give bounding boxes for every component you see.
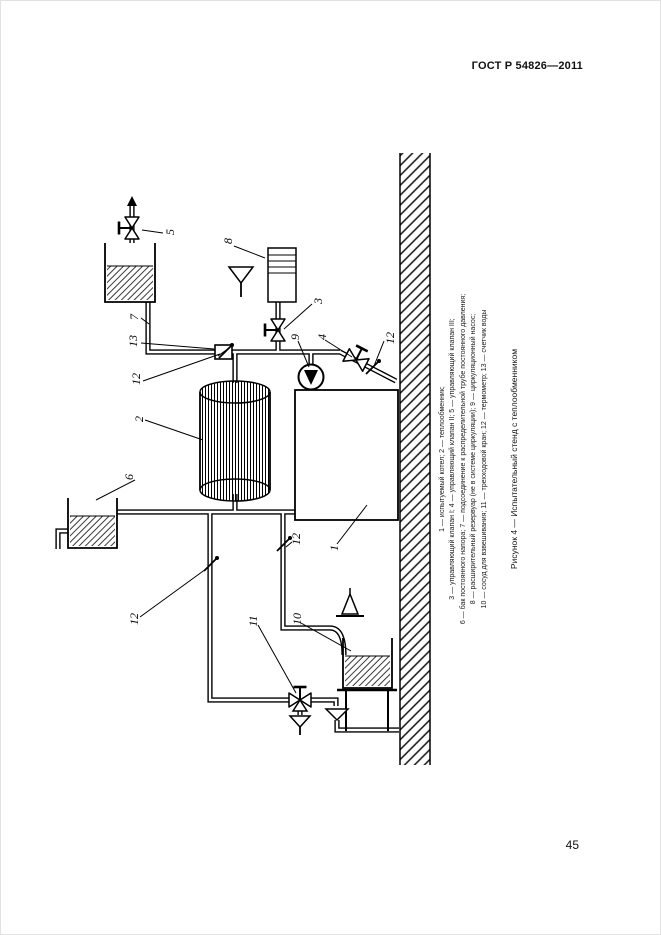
constant-head-tank <box>67 498 118 549</box>
callout-8: 8 <box>220 238 235 244</box>
heat-exchanger <box>199 380 271 502</box>
legend-line: 6 — бак постоянного напора; 7 — подсоеди… <box>459 293 467 625</box>
weighing-vessel <box>337 638 397 731</box>
leader-lines <box>95 229 385 694</box>
discharge-funnel <box>288 715 312 735</box>
figure-legend: 1 — испытуемый котел; 2 — теплообменник;… <box>436 249 492 669</box>
control-valve-III <box>117 215 141 241</box>
boiler-under-test <box>294 389 399 521</box>
figure-caption: Рисунок 4 — Испытательный стенд с теплоо… <box>509 348 519 570</box>
callout-4: 4 <box>314 334 329 340</box>
scale-indicator <box>336 588 364 617</box>
callout-9: 9 <box>287 334 302 340</box>
callout-7: 7 <box>126 314 141 320</box>
control-valve-I <box>263 317 287 343</box>
supply-arrow <box>127 196 137 206</box>
page-number: 45 <box>565 838 579 852</box>
callout-12-b: 12 <box>128 373 143 385</box>
header-tank <box>104 243 156 303</box>
legend-line: 10 — сосуд для взвешивания; 11 — трехход… <box>480 309 488 609</box>
drain-funnel <box>324 708 350 722</box>
expansion-vessel <box>267 247 297 303</box>
callout-3: 3 <box>310 298 325 304</box>
three-way-valve <box>287 685 313 712</box>
callout-12-a: 12 <box>382 332 397 344</box>
wall-hatch <box>399 153 431 765</box>
overflow-funnel <box>227 266 255 297</box>
callout-12-d: 12 <box>126 613 141 625</box>
legend-line: 1 — испытуемый котел; 2 — теплообменник; <box>438 386 446 532</box>
callout-5: 5 <box>162 229 177 235</box>
callout-12-c: 12 <box>288 533 303 545</box>
callout-10: 10 <box>289 613 304 625</box>
circulation-pump <box>297 363 325 391</box>
callout-1: 1 <box>326 545 341 551</box>
legend-line: 8 — расширительный резервуар (не в систе… <box>470 313 478 605</box>
document-header: ГОСТ Р 54826—2011 <box>471 60 583 72</box>
callout-2: 2 <box>131 416 146 422</box>
callout-13: 13 <box>125 335 140 347</box>
callout-6: 6 <box>121 474 136 480</box>
callout-11: 11 <box>245 615 260 627</box>
legend-line: 3 — управляющий клапан I; 4 — управляющи… <box>449 318 457 600</box>
